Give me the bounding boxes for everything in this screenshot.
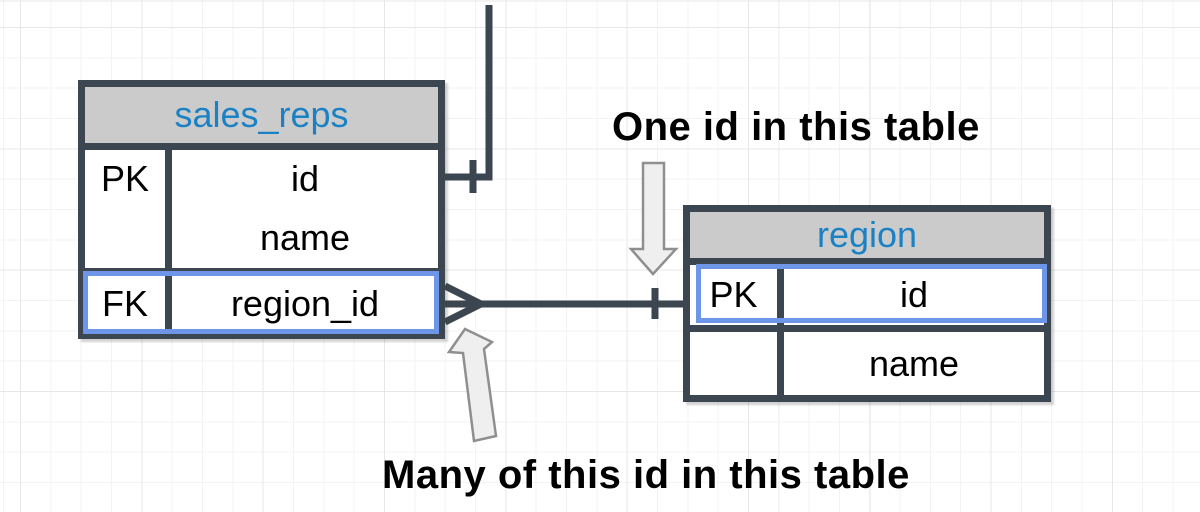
key-cell — [85, 208, 172, 268]
entity-table-sales-reps: sales_reps PK id name FK region_id — [78, 80, 445, 339]
region-title: region — [816, 214, 918, 255]
sales-reps-header: sales_reps — [85, 87, 438, 150]
annotation-one-id: One id in this table — [612, 105, 980, 149]
annotation-many-id: Many of this id in this table — [382, 453, 910, 497]
crow-foot-many-icon — [443, 282, 483, 326]
key-cell: PK — [85, 150, 172, 208]
entity-table-region: region PK id name — [683, 205, 1051, 402]
field-cell: id — [899, 274, 929, 315]
key-cell: FK — [85, 275, 172, 332]
offscreen-connector-line — [445, 5, 493, 181]
key-cell: PK — [690, 265, 784, 325]
callout-down-arrow-icon — [628, 161, 679, 276]
region-header: region — [690, 212, 1044, 265]
region-body: PK id name — [690, 265, 1044, 395]
table-row-id: PK id — [85, 150, 438, 208]
callout-up-arrow-icon — [446, 327, 498, 443]
field-cell: region_id — [230, 282, 380, 324]
field-cell: id — [290, 158, 320, 199]
fk-row-highlight — [83, 271, 439, 334]
key-cell — [690, 332, 784, 395]
table-row-region-id: FK region_id — [85, 275, 438, 332]
field-cell: name — [868, 342, 960, 384]
pk-row-highlight — [696, 264, 1047, 323]
sales-reps-title: sales_reps — [174, 94, 349, 135]
table-row-id: PK id — [690, 265, 1044, 325]
field-cell: name — [259, 217, 351, 258]
row-divider — [690, 325, 1044, 332]
table-row-name: name — [690, 332, 1044, 395]
table-row-name: name — [85, 208, 438, 268]
